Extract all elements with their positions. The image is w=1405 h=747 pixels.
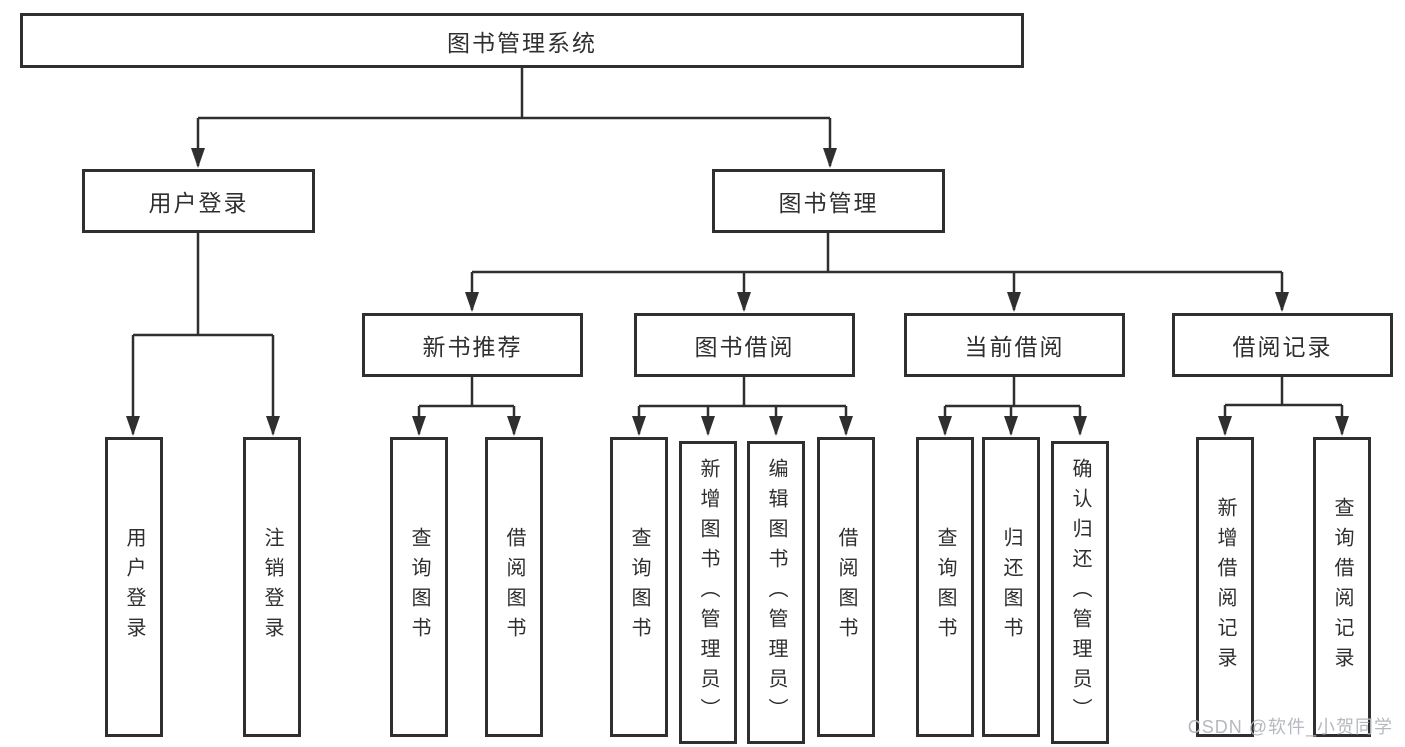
node-label: 图书管理系统 — [447, 29, 597, 56]
node-new-book-recommend: 新书推荐 — [362, 313, 583, 377]
leaf-label: 新增借阅记录 — [1214, 497, 1236, 677]
node-book-management: 图书管理 — [712, 169, 945, 233]
leaf-label: 查询图书 — [934, 527, 956, 647]
leaf-logout: 注销登录 — [243, 437, 301, 737]
leaf-label: 用户登录 — [123, 527, 145, 647]
leaf-add-borrow-record: 新增借阅记录 — [1196, 437, 1254, 737]
leaf-label: 注销登录 — [261, 527, 283, 647]
leaf-label: 查询图书 — [408, 527, 430, 647]
leaf-label: 查询图书 — [628, 527, 650, 647]
leaf-label: 确认归还（管理员） — [1069, 457, 1091, 728]
leaf-return-books: 归还图书 — [982, 437, 1040, 737]
leaf-edit-books-admin: 编辑图书（管理员） — [747, 441, 805, 744]
node-current-borrowing: 当前借阅 — [904, 313, 1125, 377]
node-library-management-system: 图书管理系统 — [20, 13, 1024, 68]
leaf-query-books-current: 查询图书 — [916, 437, 974, 737]
node-label: 图书管理 — [778, 190, 879, 216]
node-label: 新书推荐 — [422, 334, 523, 360]
leaf-label: 借阅图书 — [503, 527, 525, 647]
leaf-label: 查询借阅记录 — [1331, 497, 1353, 677]
leaf-query-books-recommend: 查询图书 — [390, 437, 448, 737]
node-label: 当前借阅 — [964, 334, 1065, 360]
leaf-borrow-books-recommend: 借阅图书 — [485, 437, 543, 737]
leaf-query-borrow-record: 查询借阅记录 — [1313, 437, 1371, 737]
leaf-user-login: 用户登录 — [105, 437, 163, 737]
node-book-borrowing: 图书借阅 — [634, 313, 855, 377]
node-borrow-records: 借阅记录 — [1172, 313, 1393, 377]
node-label: 借阅记录 — [1232, 334, 1333, 360]
leaf-borrow-books: 借阅图书 — [817, 437, 875, 737]
leaf-label: 新增图书（管理员） — [697, 457, 719, 728]
watermark: CSDN @软件_小贺同学 — [1187, 717, 1393, 737]
leaf-add-books-admin: 新增图书（管理员） — [679, 441, 737, 744]
leaf-label: 归还图书 — [1000, 527, 1022, 647]
leaf-label: 编辑图书（管理员） — [765, 457, 787, 728]
node-label: 用户登录 — [148, 190, 249, 216]
leaf-query-books-borrowing: 查询图书 — [610, 437, 668, 737]
leaf-confirm-return-admin: 确认归还（管理员） — [1051, 441, 1109, 744]
leaf-label: 借阅图书 — [835, 527, 857, 647]
node-label: 图书借阅 — [694, 334, 795, 360]
node-user-login: 用户登录 — [82, 169, 315, 233]
